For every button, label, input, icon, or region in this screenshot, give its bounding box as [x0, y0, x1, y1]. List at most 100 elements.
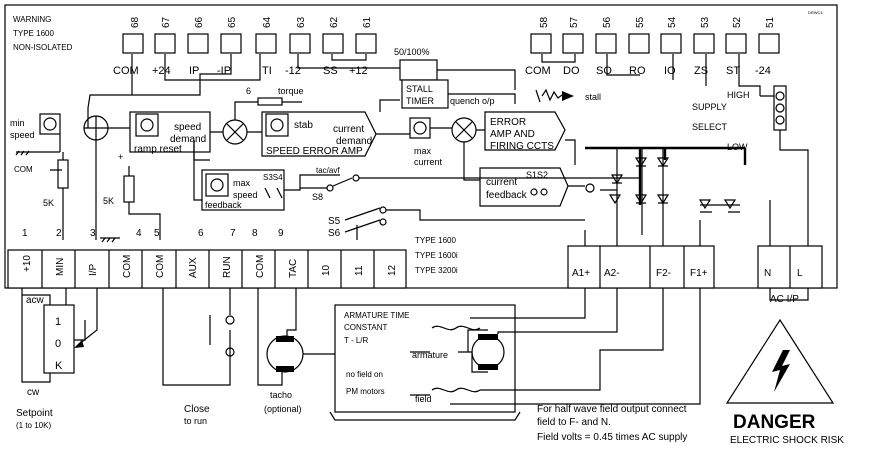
terminal-label: +24: [152, 65, 171, 77]
terminal-number: 51: [765, 16, 776, 28]
terminal-label-n[interactable]: N: [764, 268, 771, 279]
quench-label: quench o/p: [450, 96, 495, 106]
s2-switch-pin[interactable]: [540, 188, 548, 196]
terminal-number: 56: [602, 16, 613, 28]
top-terminal-57[interactable]: 57 DO: [562, 16, 584, 77]
isolation-label: NON-ISOLATED: [13, 43, 73, 52]
terminal-label-12[interactable]: 12: [387, 264, 398, 276]
top-terminal-56[interactable]: 56 SO: [595, 16, 617, 77]
terminal-label-f1[interactable]: F1+: [690, 268, 708, 279]
max-speed-trimmer[interactable]: [205, 173, 229, 197]
ramp-trimmer[interactable]: [135, 113, 159, 137]
speed-error-amp-block: [261, 111, 377, 157]
motor-label-leaders: [410, 351, 430, 396]
top-terminal-67[interactable]: 67 +24: [152, 16, 176, 77]
terminal-label: IP: [189, 65, 199, 77]
terminal-number: 61: [362, 16, 373, 28]
terminal-label-7[interactable]: RUN: [222, 256, 233, 278]
lightning-bolt-icon: [772, 350, 790, 392]
bridge-wires: [600, 148, 664, 235]
terminal-number: 64: [262, 16, 273, 28]
pot-label-1: 1: [55, 316, 61, 328]
terminal-label-6[interactable]: AUX: [188, 257, 199, 278]
terminal-label-l[interactable]: L: [797, 268, 803, 279]
setpoint-pot-body: [43, 304, 75, 374]
terminal-label: COM: [525, 65, 551, 77]
run-contact-pin-2[interactable]: [225, 347, 235, 357]
terminal-box: [660, 33, 682, 54]
bottom-terminal-number: 3: [90, 228, 96, 239]
terminal-label-3[interactable]: I/P: [88, 263, 99, 276]
terminal-box: [187, 33, 209, 54]
danger-label: DANGER: [733, 412, 816, 433]
terminal-box: [122, 33, 144, 54]
terminal-label-f2[interactable]: F2-: [656, 268, 671, 279]
terminal-dividers: [41, 250, 375, 288]
current-feedback-label-1: current: [486, 177, 517, 188]
top-terminal-63[interactable]: 63 -12: [285, 16, 311, 77]
top-terminal-block-right: 58 COM 57 DO 56 SO 55 RO 54 IO 53 ZS: [525, 16, 780, 77]
terminal-label: -IP: [217, 65, 231, 77]
top-terminal-52[interactable]: 52 ST: [725, 16, 747, 77]
terminal-number: 66: [194, 16, 205, 28]
terminal-label-a2[interactable]: A2-: [604, 268, 620, 279]
top-right-terminal-wires: [541, 54, 761, 96]
top-terminal-53[interactable]: 53 ZS: [693, 16, 715, 77]
tacho-label-2: (optional): [264, 404, 302, 414]
s6-pin[interactable]: [379, 218, 387, 226]
top-terminal-66[interactable]: 66 IP: [187, 16, 209, 77]
bottom-terminal-number: 6: [198, 228, 204, 239]
wiper-arrow-icon: [74, 340, 84, 348]
no-field-label-2: PM motors: [346, 387, 385, 396]
terminal-label-10[interactable]: 10: [321, 264, 332, 276]
terminal-label-9[interactable]: TAC: [288, 259, 299, 278]
ramp-knob-icon: [140, 118, 154, 132]
thyristor-bridge: [585, 146, 747, 235]
top-terminal-64[interactable]: 64 TI: [255, 16, 277, 77]
min-speed-wiring: [15, 134, 61, 156]
terminal-label-4[interactable]: COM: [122, 255, 133, 278]
stab-label: stab: [294, 120, 313, 131]
max-current-trimmer[interactable]: [409, 117, 431, 139]
current-summing-cross: [455, 121, 473, 139]
aux-wire: [128, 166, 161, 240]
current-demand-label-2: demand: [336, 136, 372, 147]
setpoint-wires: [21, 288, 98, 341]
terminal-box: [355, 33, 377, 54]
power-terminal-frame: [567, 245, 715, 289]
torque-link[interactable]: [257, 97, 283, 106]
terminal-label: SO: [596, 65, 612, 77]
run-contact-pin-1[interactable]: [225, 315, 235, 325]
top-terminal-58[interactable]: 58 COM: [525, 16, 552, 77]
min-speed-knob-icon: [43, 117, 57, 131]
motor-power-wires: [450, 288, 701, 405]
ramp-reset-label: ramp reset: [134, 144, 182, 155]
terminal-label-5[interactable]: COM: [155, 255, 166, 278]
stall-timer-label-2: TIMER: [406, 96, 434, 106]
terminal-box: [693, 33, 715, 54]
supply-label: SUPPLY: [692, 102, 727, 112]
power-terminal-wires: [584, 200, 809, 246]
terminal-label: SS: [323, 65, 338, 77]
setpoint-label-1: Setpoint: [16, 408, 53, 419]
terminal-label-11[interactable]: 11: [354, 265, 365, 276]
s1s2-label: S1S2: [526, 170, 548, 180]
terminal-number: 68: [130, 16, 141, 28]
error-amp-block: [484, 111, 566, 151]
field-diodes: [698, 199, 737, 210]
select-label: SELECT: [692, 122, 728, 132]
terminal-label-a1[interactable]: A1+: [572, 268, 590, 279]
min-speed-trimmer[interactable]: [39, 113, 61, 135]
max-current-knob-icon: [413, 121, 427, 135]
s1-switch-pin[interactable]: [530, 188, 538, 196]
field-note-1: For half wave field output connect: [537, 404, 687, 415]
terminal-label-8[interactable]: COM: [255, 255, 266, 278]
stab-trimmer[interactable]: [265, 113, 289, 137]
top-terminal-54[interactable]: 54 IO: [660, 16, 682, 77]
terminal-label: +12: [349, 65, 368, 77]
top-terminal-55[interactable]: 55 RO: [628, 16, 650, 77]
top-terminal-51[interactable]: 51 -24: [755, 16, 780, 77]
terminal-label-2[interactable]: MIN: [55, 258, 66, 276]
misc-wires: [193, 99, 400, 161]
terminal-label-1[interactable]: +10: [22, 255, 33, 272]
